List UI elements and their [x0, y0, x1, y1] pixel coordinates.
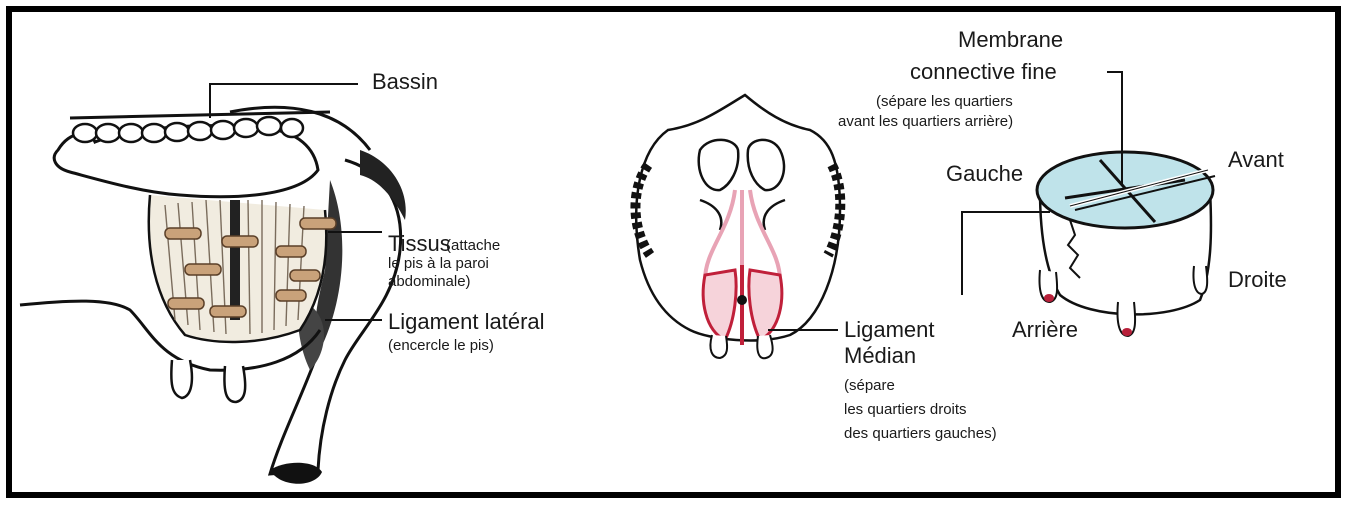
label-membrane-2: connective fine: [910, 60, 1057, 84]
label-median: Médian: [844, 344, 916, 368]
label-tissus-note-3: abdominale): [388, 274, 471, 291]
label-tissus: Tissus: [388, 232, 451, 256]
label-ligament-lateral: Ligament latéral: [388, 310, 545, 334]
label-avant: Avant: [1228, 148, 1284, 172]
label-arriere: Arrière: [1012, 318, 1078, 342]
label-median-note-3: des quartiers gauches): [844, 426, 997, 443]
label-gauche: Gauche: [946, 162, 1023, 186]
label-bassin: Bassin: [372, 70, 438, 94]
label-tissus-note-2: le pis à la paroi: [388, 256, 489, 273]
label-ligament-lateral-note: (encercle le pis): [388, 338, 494, 355]
label-droite: Droite: [1228, 268, 1287, 292]
label-ligament: Ligament: [844, 318, 935, 342]
label-membrane-1: Membrane: [958, 28, 1063, 52]
label-membrane-note-1: (sépare les quartiers: [876, 94, 1013, 111]
label-membrane-note-2: avant les quartiers arrière): [838, 114, 1013, 131]
label-median-note-1: (sépare: [844, 378, 895, 395]
label-median-note-2: les quartiers droits: [844, 402, 967, 419]
label-tissus-note-1: (attache: [446, 238, 500, 255]
